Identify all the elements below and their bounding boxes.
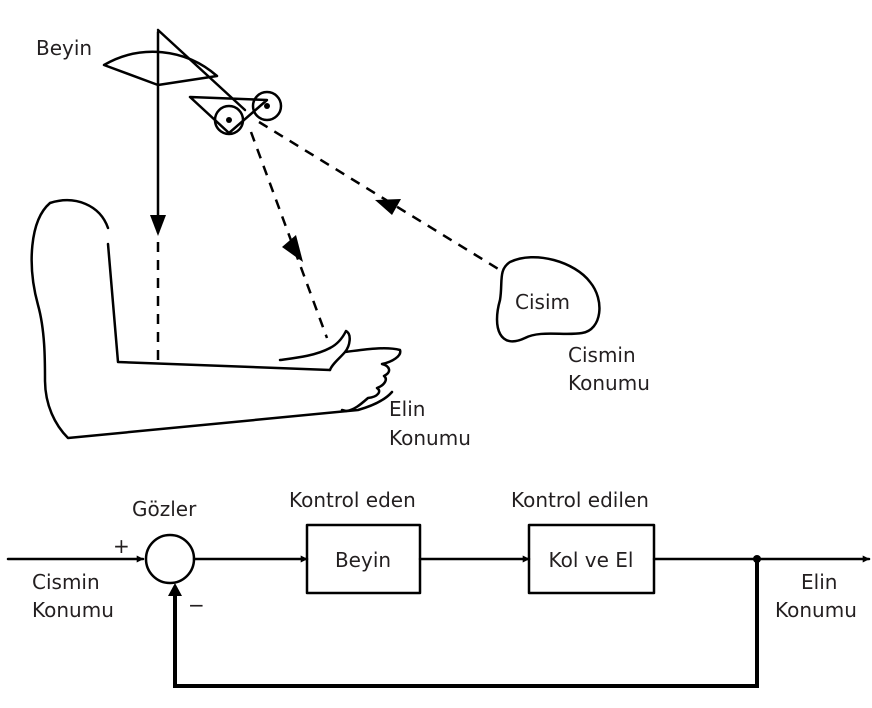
controller-caption: Kontrol eden [289,488,416,512]
feedback-arrow-icon [168,583,182,596]
plant-block-label: Kol ve El [549,548,634,572]
output-label-line2: Konumu [775,598,857,622]
up-arrow-icon [282,235,303,262]
sight-line-hand [249,131,329,339]
object-position-label-line1: Cismin [568,343,636,367]
body-outline [30,199,394,440]
block-diagram: Gözler + − Cismin Konumu Kontrol eden Be… [6,488,871,688]
plus-sign: + [113,534,130,558]
output-label-line1: Elin [801,570,837,594]
left-eye [213,104,245,136]
sensor-label: Gözler [132,497,197,521]
eye-cone [188,95,269,135]
object-position-label-line2: Konumu [568,371,650,395]
brain-eye-nerve [156,28,247,112]
feedback-path [173,561,759,688]
object-blob [495,255,601,343]
right-eye [251,90,283,122]
brain-sector [102,50,219,87]
sight-line-object [258,120,501,272]
hand-icon [328,329,402,413]
plant-caption: Kontrol edilen [511,488,649,512]
input-label-line1: Cismin [32,570,100,594]
summing-junction [144,533,196,585]
minus-sign: − [188,593,205,617]
left-pupil [226,117,232,123]
object-arrow-icon [375,199,401,215]
right-pupil [264,103,270,109]
object-label: Cisim [515,290,570,314]
input-label-line2: Konumu [32,598,114,622]
hand-position-label-line1: Elin [389,397,425,421]
controller-block-label: Beyin [335,548,391,572]
hand-position-label-line2: Konumu [389,426,471,450]
down-arrow-icon [150,215,166,236]
illustration: Beyin Cisim Cismin Konumu Elin Konumu [30,28,650,450]
eyes-icon [188,90,283,136]
brain-label: Beyin [36,36,92,60]
